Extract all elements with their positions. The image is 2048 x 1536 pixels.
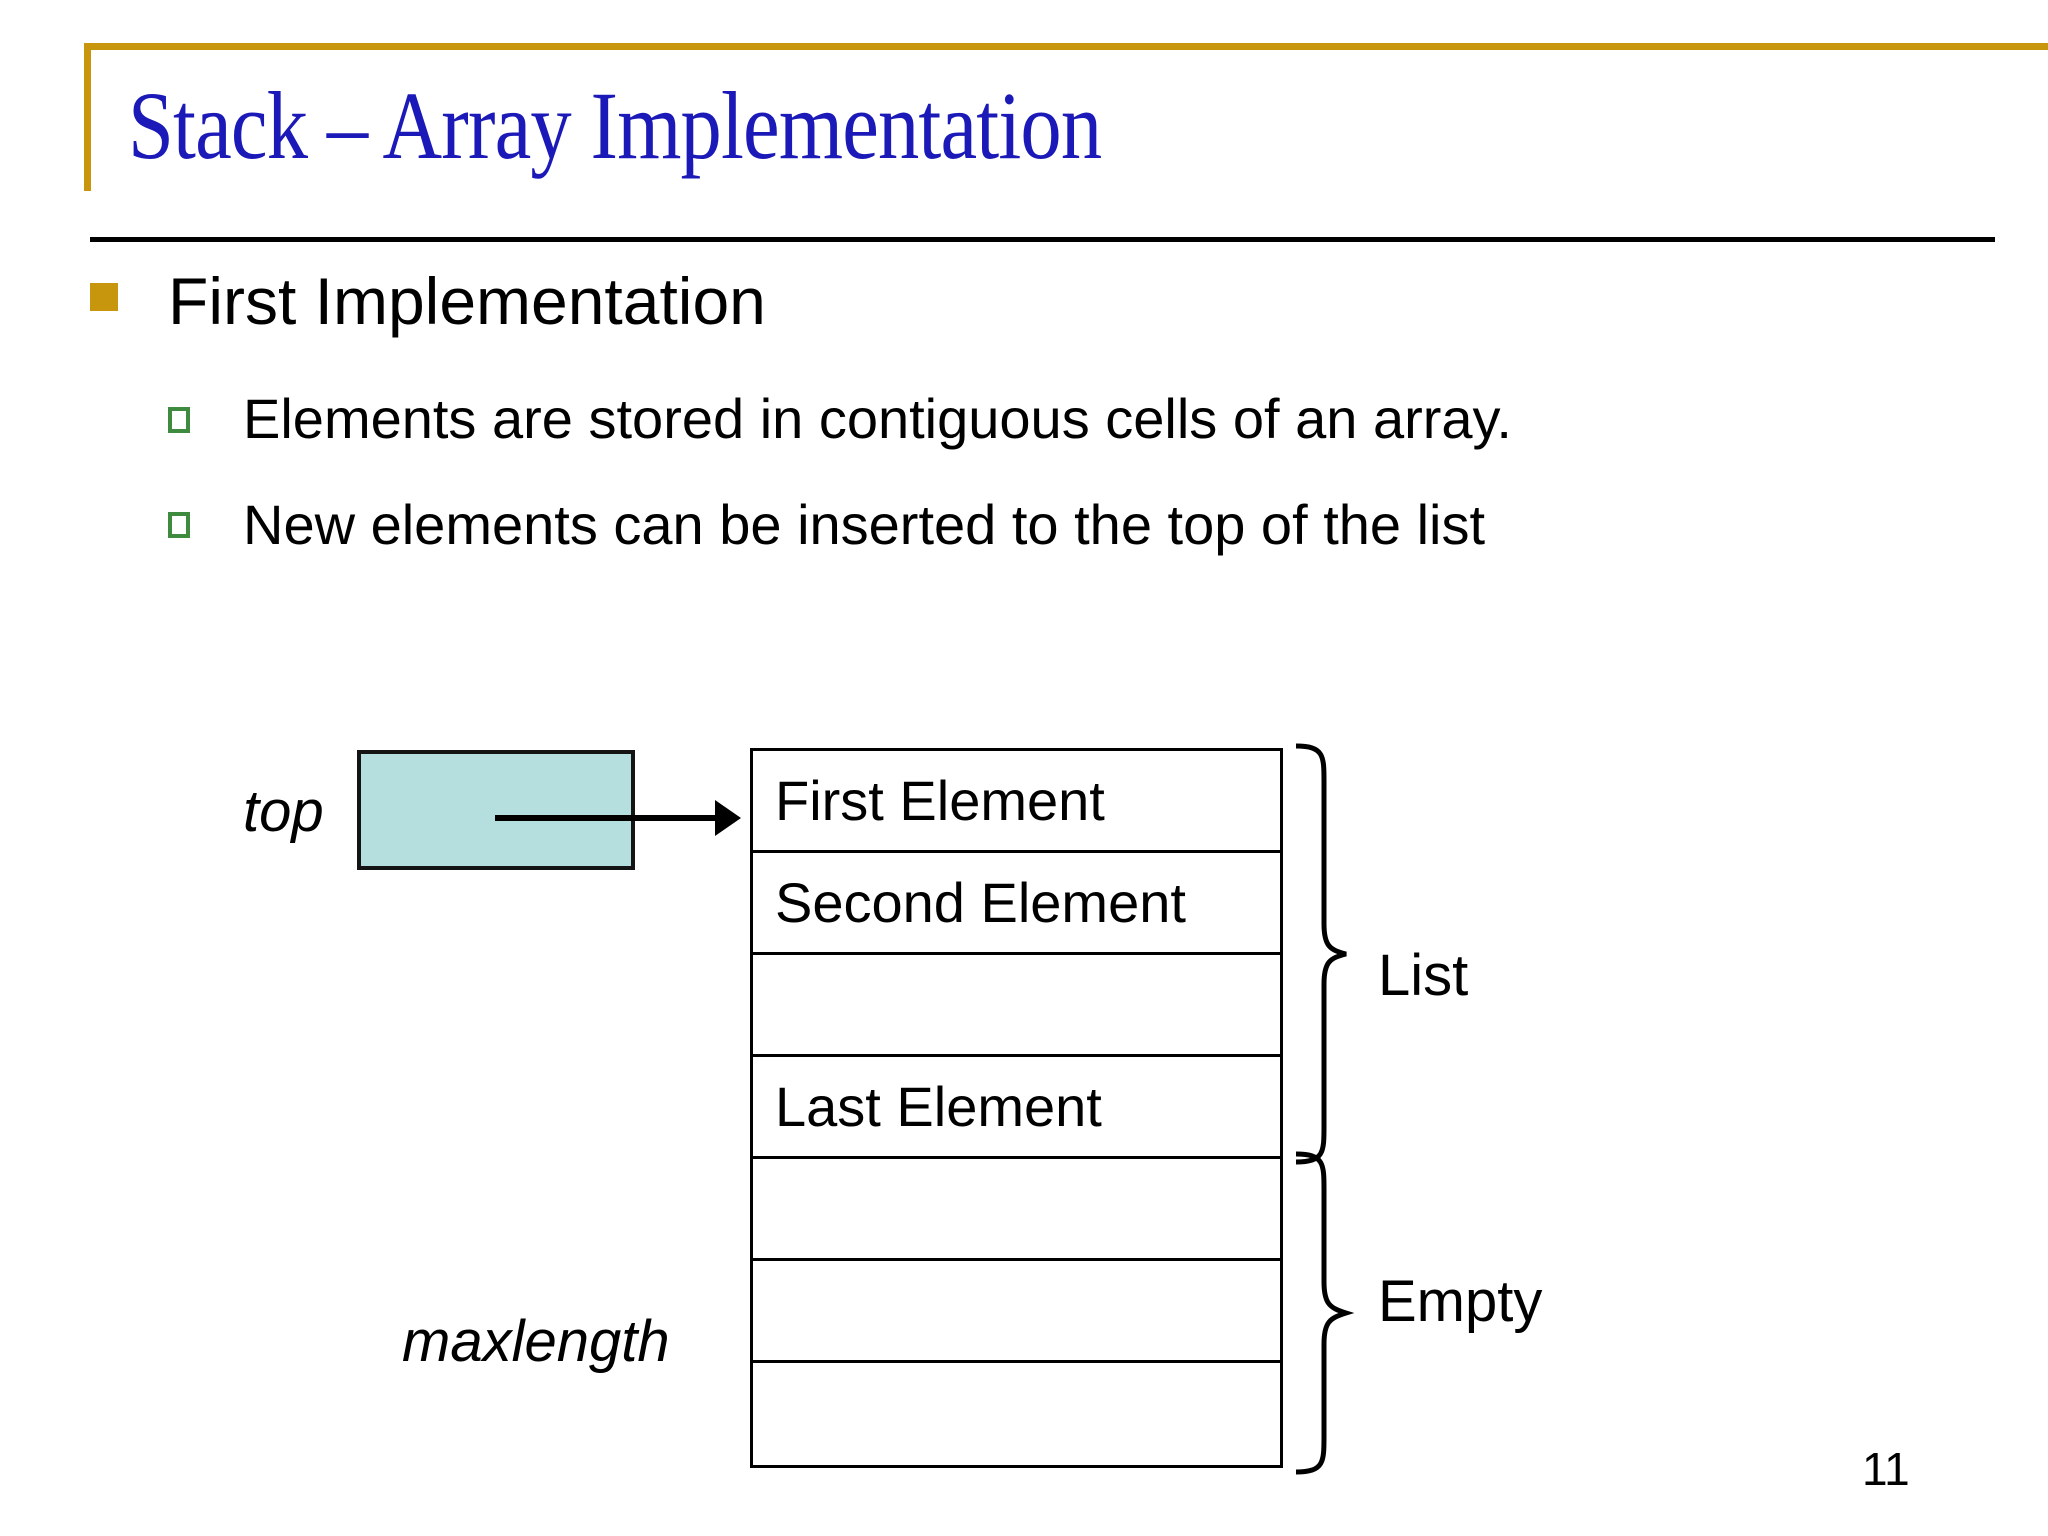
title-gold-top-border — [84, 43, 2048, 50]
top-pointer-box — [357, 750, 635, 870]
top-pointer-label: top — [243, 779, 324, 844]
bullet-level1-text: First Implementation — [168, 264, 766, 338]
array-cell: Second Element — [753, 853, 1280, 955]
title-gold-left-border — [84, 43, 91, 191]
page-title: Stack – Array Implementation — [128, 72, 1102, 179]
bullet-square-green-icon — [168, 407, 190, 433]
empty-brace-icon — [1295, 1151, 1355, 1475]
pointer-arrow-head-icon — [715, 800, 741, 836]
bullet-square-gold-icon — [90, 283, 118, 311]
bullet-level2-text-2: New elements can be inserted to the top … — [243, 493, 1486, 556]
bullet-square-green-icon — [168, 512, 190, 538]
array-cell — [753, 1363, 1280, 1465]
bullet-level2-text-1: Elements are stored in contiguous cells … — [243, 387, 1512, 450]
empty-brace-label: Empty — [1378, 1269, 1543, 1334]
pointer-arrow-line — [495, 815, 719, 821]
array-cells-container: First Element Second Element Last Elemen… — [750, 748, 1283, 1468]
array-cell — [753, 1159, 1280, 1261]
title-divider-rule — [90, 237, 1995, 242]
array-cell — [753, 955, 1280, 1057]
list-brace-label: List — [1378, 943, 1469, 1008]
array-cell: First Element — [753, 751, 1280, 853]
list-brace-icon — [1295, 743, 1347, 1165]
array-cell — [753, 1261, 1280, 1363]
array-cell: Last Element — [753, 1057, 1280, 1159]
page-number: 11 — [1862, 1443, 1910, 1495]
maxlength-label: maxlength — [402, 1309, 670, 1374]
